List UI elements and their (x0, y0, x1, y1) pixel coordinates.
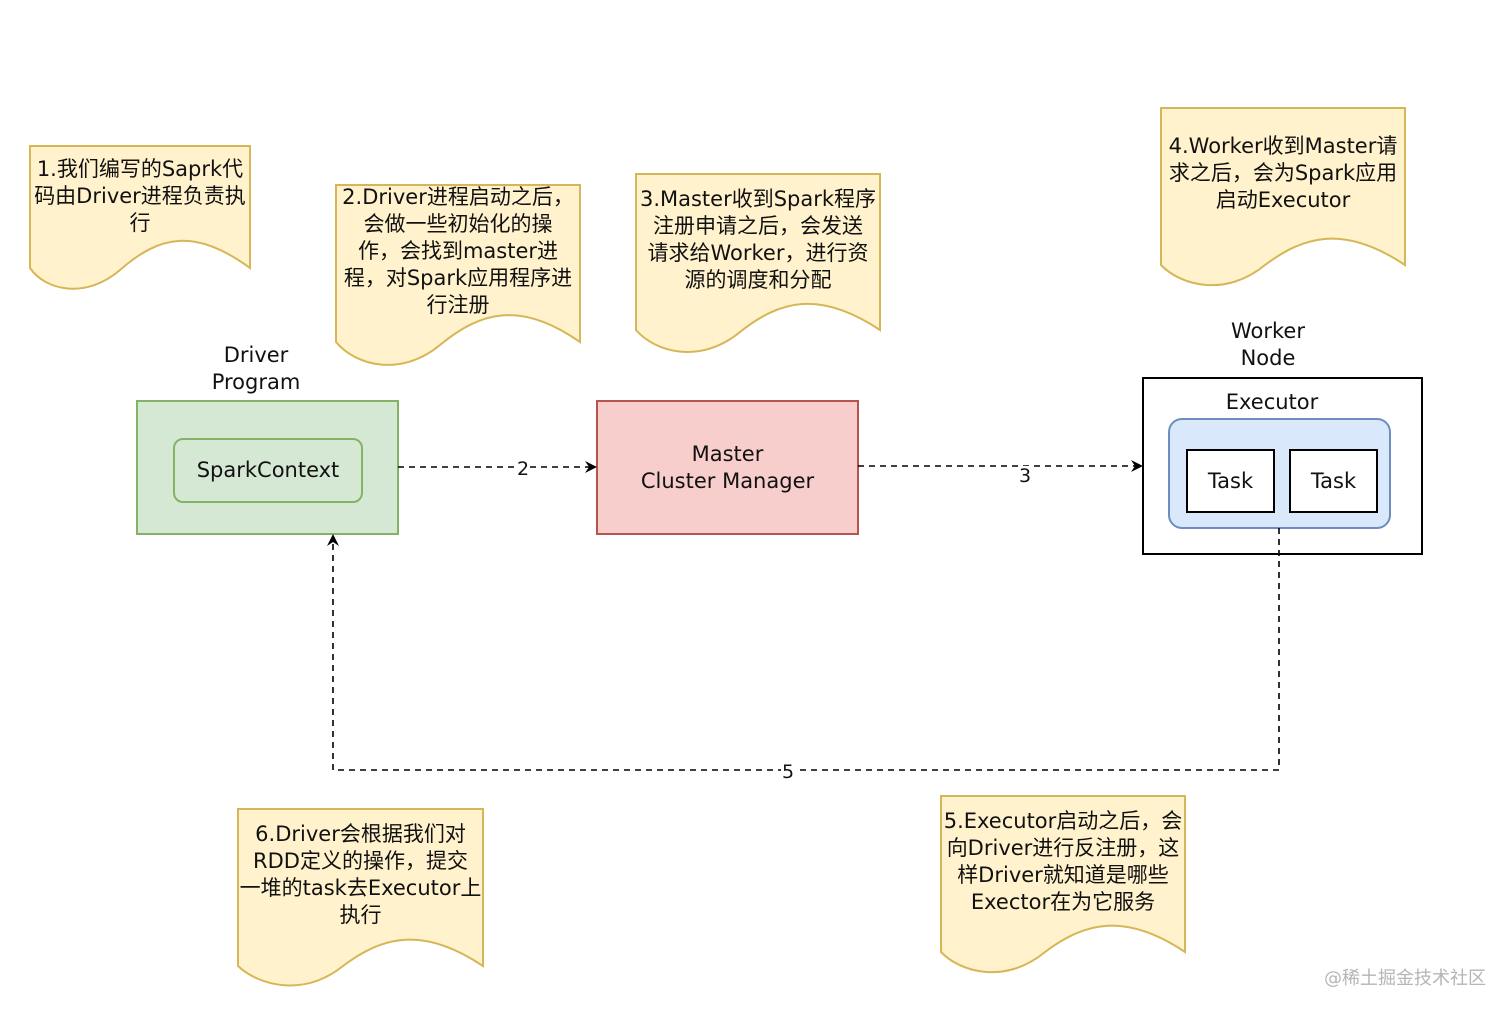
note-4-shape (1160, 107, 1406, 287)
note-6-shape (237, 808, 484, 987)
task-1-box (1186, 449, 1275, 513)
edge-5-line (327, 528, 1280, 771)
note-4-text: 4.Worker收到Master请 求之后，会为Spark应用 启动Execut… (1168, 134, 1398, 212)
spark-context-box (173, 438, 363, 503)
task-2-label: Task (1310, 468, 1357, 493)
note-5-shape (940, 795, 1186, 974)
task-2-box (1289, 449, 1378, 513)
driver-program-title: Driver Program (211, 343, 301, 394)
note-5-text: 5.Executor启动之后，会 向Driver进行反注册，这 样Driver就… (943, 809, 1183, 914)
note-1-text: 1.我们编写的Saprk代 码由Driver进程负责执 行 (34, 157, 246, 235)
note-3-text: 3.Master收到Spark程序 注册申请之后，会发送 请求给Worker，进… (639, 187, 877, 292)
worker-node-title: Worker Node (1231, 319, 1305, 370)
edge-5-label: 5 (781, 761, 796, 783)
edge-2-label: 2 (516, 458, 531, 480)
master-label: Master Cluster Manager (640, 441, 815, 493)
note-2-shape (335, 184, 581, 366)
note-2-text: 2.Driver进程启动之后， 会做一些初始化的操 作，会找到master进 程… (342, 185, 574, 317)
executor-title: Executor (1225, 390, 1319, 414)
master-box (596, 400, 859, 535)
edge-3-label: 3 (1018, 465, 1033, 487)
task-1-label: Task (1207, 468, 1254, 493)
note-3-shape (635, 173, 881, 353)
spark-context-label: SparkContext (196, 458, 340, 482)
note-6-text: 6.Driver会根据我们对 RDD定义的操作，提交 一堆的task去Execu… (239, 822, 482, 927)
watermark-text: @稀土掘金技术社区 (1324, 968, 1486, 989)
note-1-shape (29, 145, 251, 290)
